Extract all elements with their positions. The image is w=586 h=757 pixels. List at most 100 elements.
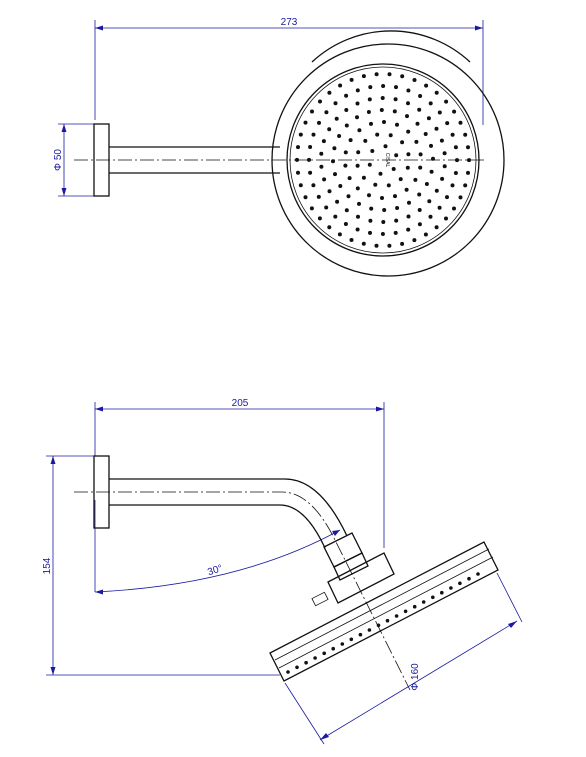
side-nozzle-dot bbox=[340, 642, 345, 646]
nozzle-dot bbox=[298, 132, 303, 137]
side-nozzle-dot bbox=[331, 646, 336, 651]
nozzle-dot bbox=[296, 145, 300, 150]
nozzle-dot bbox=[418, 94, 423, 98]
nozzle-dot bbox=[349, 77, 354, 82]
nozzle-dot bbox=[347, 176, 352, 181]
nozzle-dot bbox=[375, 132, 380, 137]
nozzle-dot bbox=[395, 122, 399, 127]
nozzle-dot bbox=[316, 194, 321, 199]
side-nozzle-dot bbox=[421, 600, 426, 604]
nozzle-dot bbox=[311, 132, 316, 137]
nozzle-dot bbox=[310, 109, 314, 114]
nozzle-dot bbox=[394, 85, 398, 90]
side-nozzle-dot bbox=[476, 572, 480, 576]
nozzle-dot bbox=[445, 121, 450, 126]
nozzle-dot bbox=[343, 150, 348, 155]
nozzle-dot bbox=[334, 116, 339, 121]
nozzle-dot bbox=[392, 109, 397, 114]
nozzle-dot bbox=[303, 120, 308, 125]
nozzle-dot bbox=[434, 126, 439, 131]
nozzle-dot bbox=[406, 101, 410, 106]
nozzle-dot bbox=[309, 206, 314, 211]
nozzle-dot bbox=[363, 138, 368, 143]
nozzle-dot bbox=[431, 156, 435, 161]
nozzle-dot bbox=[333, 214, 338, 219]
nozzle-dot bbox=[295, 157, 299, 162]
nozzle-dot bbox=[406, 129, 411, 134]
nozzle-dot bbox=[412, 78, 417, 82]
nozzle-dot bbox=[383, 144, 388, 149]
top-view: 273 Φ 50 CISAL bbox=[53, 17, 505, 277]
nozzle-dot bbox=[346, 194, 351, 199]
nozzle-dot bbox=[317, 216, 322, 221]
nozzle-dot bbox=[357, 128, 362, 133]
nozzle-dot bbox=[450, 132, 455, 137]
dim-flange-diameter-label: Φ 50 bbox=[53, 149, 64, 171]
side-view: 205 154 30° bbox=[42, 398, 523, 745]
nozzle-dot bbox=[453, 171, 458, 175]
side-nozzle-dot bbox=[286, 670, 290, 674]
nozzle-dot bbox=[380, 196, 384, 200]
nozzle-dot bbox=[424, 182, 429, 186]
nozzle-dot bbox=[404, 187, 409, 192]
dim-overall-width-label: 273 bbox=[281, 17, 298, 28]
nozzle-dot bbox=[463, 183, 468, 188]
nozzle-dot bbox=[406, 214, 411, 219]
nozzle-dot bbox=[298, 183, 303, 188]
nozzle-dot bbox=[467, 158, 471, 163]
side-nozzle-dot bbox=[349, 637, 354, 642]
nozzle-dot bbox=[418, 165, 423, 170]
nozzle-dot bbox=[452, 109, 457, 114]
nozzle-dot bbox=[398, 177, 403, 182]
nozzle-dot bbox=[327, 90, 332, 95]
nozzle-dot bbox=[338, 184, 343, 188]
nozzle-dot bbox=[348, 138, 353, 143]
nozzle-dot bbox=[355, 101, 360, 106]
nozzle-dot bbox=[414, 139, 419, 144]
nozzle-dot bbox=[343, 222, 348, 226]
nozzle-dot bbox=[417, 208, 422, 212]
nozzle-dot bbox=[319, 151, 324, 156]
nozzle-dot bbox=[335, 199, 340, 204]
nozzle-dot bbox=[458, 120, 463, 125]
nozzle-dot bbox=[413, 177, 418, 182]
nozzle-dot bbox=[333, 101, 338, 106]
dim-projection-label: 205 bbox=[232, 398, 249, 409]
nozzle-dot bbox=[393, 194, 397, 199]
nozzle-dot bbox=[355, 163, 360, 168]
nozzle-dot bbox=[429, 143, 433, 148]
side-nozzle-dot bbox=[431, 595, 435, 600]
shower-head-side bbox=[269, 541, 499, 682]
side-nozzle-dot bbox=[376, 623, 381, 628]
nozzle-dot bbox=[361, 241, 366, 246]
side-nozzle-dot bbox=[440, 590, 444, 595]
side-nozzle-dot bbox=[295, 665, 299, 670]
nozzle-dot bbox=[356, 150, 361, 155]
brand-mark: CISAL bbox=[384, 153, 390, 168]
swivel-joint bbox=[311, 532, 395, 607]
nozzle-dot bbox=[367, 162, 372, 167]
nozzle-dot bbox=[406, 227, 411, 232]
shower-arm-side bbox=[108, 474, 348, 549]
nozzle-dot bbox=[423, 232, 428, 237]
dim-head-diameter-label: Φ 160 bbox=[410, 663, 421, 691]
nozzle-dot bbox=[337, 232, 342, 237]
dim-tilt-angle-label: 30° bbox=[206, 563, 224, 578]
nozzle-dot bbox=[405, 165, 410, 170]
nozzle-dot bbox=[327, 127, 332, 132]
nozzle-dot bbox=[428, 214, 433, 219]
nozzle-dot bbox=[426, 116, 431, 121]
nozzle-dot bbox=[412, 238, 417, 243]
nozzle-dot bbox=[417, 107, 422, 112]
side-nozzle-dot bbox=[467, 576, 471, 581]
nozzle-dot bbox=[466, 170, 470, 175]
shower-head-face: CISAL bbox=[271, 30, 505, 277]
dim-flange-diameter: Φ 50 bbox=[53, 123, 94, 197]
side-nozzle-dot bbox=[394, 614, 399, 618]
nozzle-dot bbox=[406, 88, 411, 93]
nozzle-dot bbox=[369, 206, 374, 211]
nozzle-dot bbox=[429, 169, 434, 174]
nozzle-dot bbox=[418, 152, 423, 157]
nozzle-dot bbox=[453, 145, 458, 150]
